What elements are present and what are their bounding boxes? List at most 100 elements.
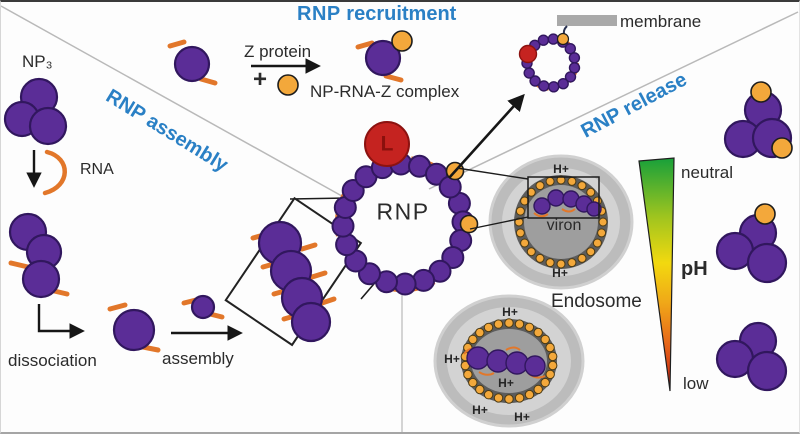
membrane-bar bbox=[557, 15, 617, 26]
np-monomer bbox=[290, 301, 332, 343]
np-bead-small bbox=[538, 80, 550, 92]
rna-dash bbox=[383, 73, 404, 83]
z-bead-small bbox=[545, 342, 555, 353]
np-bead-small bbox=[537, 34, 550, 46]
label-h-plus: H+ bbox=[498, 376, 514, 390]
label-endosome: Endosome bbox=[551, 291, 642, 312]
z-bead-small bbox=[515, 206, 525, 216]
z-reaction bbox=[167, 30, 413, 96]
z-bead-small bbox=[540, 334, 550, 345]
label-plus: + bbox=[253, 66, 268, 93]
z-bead-small bbox=[504, 394, 514, 404]
z-bead-small bbox=[468, 377, 478, 388]
z-bead-small bbox=[535, 253, 545, 263]
label-l-polymerase: L bbox=[380, 132, 394, 156]
label-np3: NP₃ bbox=[22, 52, 53, 71]
z-bead-small bbox=[483, 322, 494, 333]
np-trimer-z-single bbox=[715, 203, 788, 284]
z-bead-small bbox=[548, 360, 558, 371]
viron-magnifier-box bbox=[527, 176, 600, 219]
label-z-protein: Z protein bbox=[244, 42, 312, 61]
z-protein-bead bbox=[277, 74, 299, 96]
z-bead-small bbox=[533, 384, 543, 395]
label-h-plus: H+ bbox=[553, 162, 569, 176]
rnp-ring bbox=[331, 152, 475, 296]
label-h-plus: H+ bbox=[514, 410, 530, 424]
z-bead-small bbox=[598, 217, 608, 227]
label-membrane: membrane bbox=[620, 12, 702, 31]
z-bead-small bbox=[556, 259, 566, 269]
z-bead-small bbox=[567, 176, 577, 186]
z-protein-bead bbox=[556, 32, 570, 46]
z-bead-small bbox=[524, 322, 535, 332]
z-bead-small bbox=[526, 247, 536, 257]
z-bead-small bbox=[586, 187, 596, 197]
np-bead bbox=[533, 197, 551, 215]
z-bead-small bbox=[514, 217, 524, 227]
rna-dash bbox=[309, 270, 328, 280]
z-bead-small bbox=[515, 228, 525, 238]
np-trimer-rna-bound bbox=[8, 212, 70, 299]
np-bead-small bbox=[568, 52, 581, 64]
heading-rnp-recruitment-suffix: recruitment bbox=[340, 3, 457, 25]
label-ph: pH bbox=[681, 258, 708, 280]
divider-release bbox=[428, 11, 799, 190]
z-bead-small bbox=[514, 393, 525, 403]
magnifier-line bbox=[289, 197, 349, 200]
z-protein-bead bbox=[750, 81, 772, 103]
z-bead-small bbox=[586, 247, 596, 257]
np-bead-small bbox=[548, 81, 560, 93]
rna-strand-icon bbox=[42, 149, 67, 196]
z-bead-small bbox=[545, 369, 555, 380]
magnifier-line bbox=[469, 216, 529, 230]
z-bead-small bbox=[540, 377, 550, 388]
z-bead-small bbox=[577, 253, 587, 263]
np-bead-small bbox=[557, 77, 569, 90]
l-polymerase-small bbox=[518, 44, 538, 64]
np-bead bbox=[466, 346, 490, 370]
np-monomer-rna bbox=[107, 302, 161, 353]
np-monomer bbox=[173, 45, 211, 83]
np-bead-small bbox=[564, 71, 577, 83]
z-bead-small bbox=[592, 238, 602, 248]
label-neutral: neutral bbox=[681, 163, 733, 182]
label-rnp: RNP bbox=[376, 198, 430, 225]
budding-arrow bbox=[448, 93, 525, 179]
small-rnp-ring bbox=[521, 33, 581, 93]
heading-rnp-recruitment-prefix: RNP bbox=[297, 3, 341, 25]
z-bead-small bbox=[514, 319, 525, 329]
rna-squiggle bbox=[533, 208, 576, 218]
rna-dash bbox=[198, 76, 218, 86]
np-bead bbox=[547, 189, 565, 207]
np-monomer-small bbox=[181, 294, 225, 320]
np-monomer bbox=[28, 106, 68, 146]
label-assembly-step: assembly bbox=[162, 349, 234, 368]
z-bead-small bbox=[577, 181, 587, 191]
rna-dash bbox=[167, 39, 187, 49]
z-protein-bead bbox=[391, 30, 413, 52]
z-bead-small bbox=[567, 258, 577, 268]
z-bead-small bbox=[545, 176, 555, 186]
np-bead bbox=[505, 351, 529, 375]
rna-dash bbox=[299, 242, 318, 252]
label-h-plus: H+ bbox=[552, 266, 568, 280]
z-bead-small bbox=[483, 390, 494, 400]
z-bead-small bbox=[463, 369, 473, 380]
rna-dash bbox=[355, 40, 375, 50]
np-bead-small bbox=[523, 67, 535, 79]
rna-dash bbox=[319, 296, 337, 306]
np-monomer bbox=[190, 294, 216, 320]
np-bead bbox=[335, 233, 359, 257]
np-bead-small bbox=[529, 75, 541, 87]
endosome-acidified bbox=[433, 294, 585, 428]
np-trimer-z-bound bbox=[723, 81, 793, 159]
z-bead-small bbox=[533, 327, 543, 338]
label-h-plus: H+ bbox=[444, 352, 460, 366]
z-bead-small bbox=[475, 327, 485, 338]
z-bead-small bbox=[468, 334, 478, 345]
magnifier-line bbox=[456, 167, 529, 180]
label-h-plus: H+ bbox=[472, 403, 488, 417]
z-bead-small bbox=[493, 393, 504, 403]
np-monomer bbox=[21, 259, 61, 299]
